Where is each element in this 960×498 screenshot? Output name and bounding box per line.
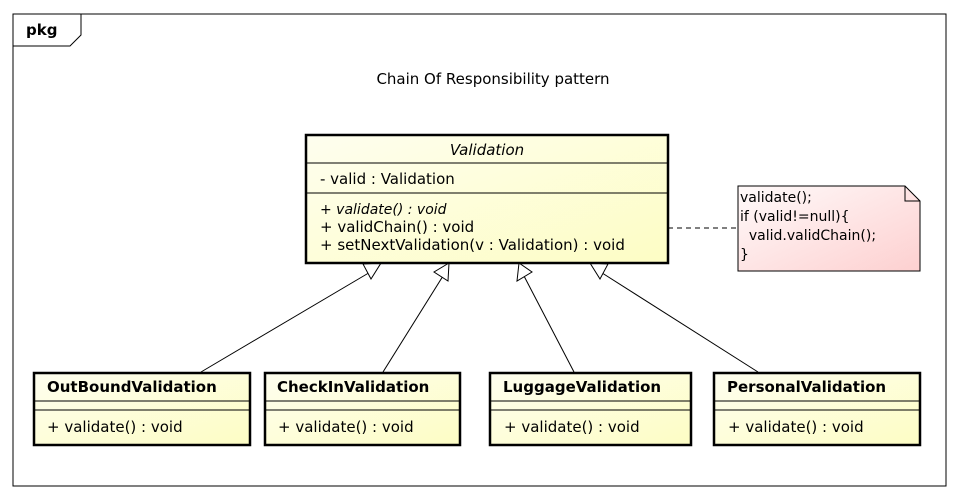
- validation-class-name: Validation: [449, 141, 525, 159]
- arrowhead-personal: [589, 262, 609, 280]
- note-fold: [904, 186, 920, 202]
- diagram-title: Chain Of Responsibility pattern: [376, 70, 610, 88]
- edge-checkin: [382, 275, 444, 373]
- validation-class-box[interactable]: [304, 133, 670, 265]
- personal-class-name: PersonalValidation: [727, 378, 887, 396]
- personal-operation: + validate() : void: [728, 418, 864, 436]
- luggage-class-name: LuggageValidation: [503, 378, 662, 396]
- note-line-4: }: [740, 247, 749, 263]
- note-line-1: validate();: [740, 190, 812, 206]
- arrowhead-luggage: [516, 262, 533, 282]
- validation-operation-validate: + validate() : void: [320, 202, 447, 218]
- checkin-class-box[interactable]: [263, 371, 462, 447]
- checkin-class-name: CheckInValidation: [277, 378, 430, 396]
- package-label: pkg: [26, 21, 58, 39]
- edge-outbound: [200, 270, 373, 373]
- arrowhead-checkin: [433, 262, 450, 282]
- note-box[interactable]: [737, 185, 921, 272]
- validation-operation-setnext: + setNextValidation(v : Validation) : vo…: [320, 236, 625, 254]
- arrowhead-outbound: [362, 262, 382, 280]
- edge-luggage: [523, 275, 575, 373]
- personal-class-box[interactable]: [712, 371, 922, 447]
- note-line-2: if (valid!=null){: [740, 209, 850, 225]
- edge-personal: [598, 270, 759, 373]
- validation-attribute: - valid : Validation: [320, 170, 455, 188]
- luggage-class-box[interactable]: [488, 371, 693, 447]
- outbound-operation: + validate() : void: [47, 418, 183, 436]
- outbound-class-box[interactable]: [32, 371, 252, 447]
- package-frame: [12, 13, 947, 487]
- luggage-operation: + validate() : void: [504, 418, 640, 436]
- validation-operation-validchain: + validChain() : void: [320, 218, 475, 236]
- checkin-operation: + validate() : void: [278, 418, 414, 436]
- note-line-3: valid.validChain();: [740, 228, 877, 244]
- outbound-class-name: OutBoundValidation: [47, 378, 217, 396]
- package-tab: [13, 14, 82, 47]
